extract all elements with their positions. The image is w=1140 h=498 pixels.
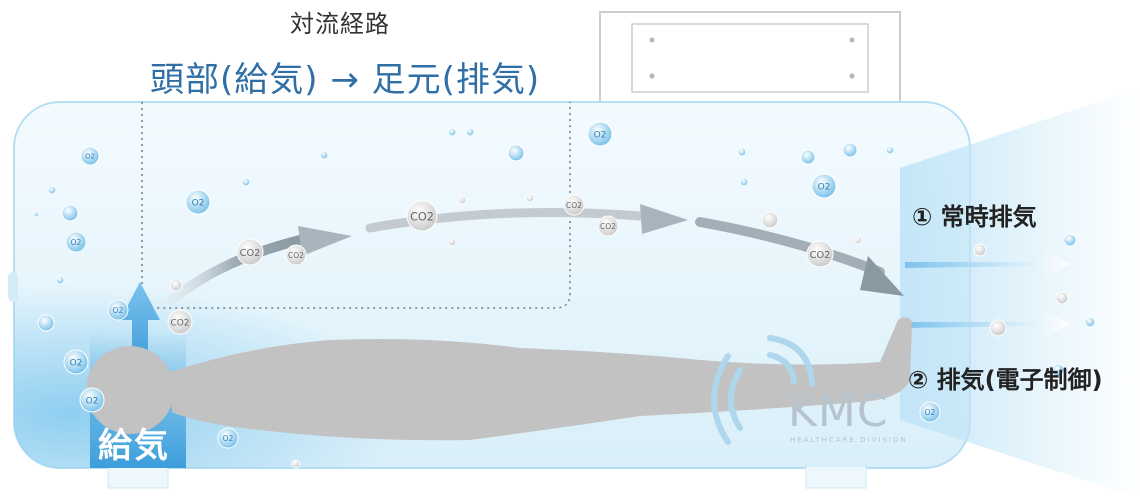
o2-bubble-label: O2 <box>71 238 82 247</box>
co2-bubble: CO2 <box>167 309 193 335</box>
co2-bubble-label: CO2 <box>170 319 189 329</box>
co2-bubble: CO2 <box>563 194 585 216</box>
co2-bubble <box>1055 291 1069 305</box>
o2-bubble <box>1084 316 1096 328</box>
o2-bubble: O2 <box>217 427 239 449</box>
o2-bubble <box>61 204 79 222</box>
co2-bubble: CO2 <box>285 244 307 266</box>
co2-bubble <box>447 237 457 247</box>
route-detail: 頭部(給気) → 足元(排気) <box>150 60 541 100</box>
exhaust-arrows <box>905 248 1070 340</box>
co2-bubble <box>457 195 467 205</box>
co2-bubble-label: CO2 <box>288 251 304 260</box>
o2-bubble <box>800 149 816 165</box>
o2-bubble <box>447 127 457 137</box>
o2-bubble-label: O2 <box>925 408 936 417</box>
o2-bubble: O2 <box>107 299 129 321</box>
o2-bubble-label: O2 <box>818 183 831 193</box>
o2-bubble <box>885 145 895 155</box>
label-exhaust-electronic: ② 排気(電子制御) <box>908 366 1103 394</box>
o2-bubble: O2 <box>65 231 87 253</box>
o2-bubble <box>507 144 525 162</box>
co2-bubble <box>291 459 301 469</box>
o2-bubble <box>32 210 40 218</box>
o2-bubble-label: O2 <box>223 434 234 443</box>
co2-bubble-label: CO2 <box>566 201 582 210</box>
o2-bubble <box>37 314 55 332</box>
route-caption: 対流経路 <box>290 10 390 38</box>
o2-bubble: O2 <box>587 121 613 147</box>
o2-bubble-label: O2 <box>85 153 95 161</box>
co2-bubble-label: CO2 <box>240 248 261 259</box>
co2-bubble: CO2 <box>236 238 264 266</box>
co2-bubble <box>989 319 1007 337</box>
label-exhaust-continuous: ① 常時排気 <box>912 203 1037 231</box>
kmc-logo-subtitle: HEALTHCARE DIVISION <box>790 436 908 444</box>
o2-bubble-label: O2 <box>192 199 205 209</box>
o2-bubble: O2 <box>919 401 941 423</box>
co2-bubble-label: CO2 <box>600 222 616 231</box>
co2-bubble <box>853 235 863 245</box>
o2-bubble: O2 <box>79 387 105 413</box>
co2-bubble <box>973 243 987 257</box>
o2-bubble <box>47 185 57 195</box>
co2-bubble <box>525 193 535 203</box>
o2-bubble <box>1051 363 1065 377</box>
o2-bubble <box>842 142 858 158</box>
convection-arrow <box>167 204 904 305</box>
control-panel <box>599 11 901 113</box>
o2-bubble-label: O2 <box>594 131 607 141</box>
intake-up-arrow-icon <box>120 282 160 410</box>
o2-bubble: O2 <box>185 189 211 215</box>
label-intake: 給気 <box>98 426 170 466</box>
o2-bubble <box>1063 233 1077 247</box>
o2-bubble: O2 <box>811 173 837 199</box>
co2-bubble-label: CO2 <box>810 250 831 261</box>
o2-bubble-label: O2 <box>70 359 83 369</box>
o2-bubble <box>465 127 475 137</box>
o2-bubble <box>319 150 329 160</box>
co2-bubble: CO2 <box>597 215 619 237</box>
co2-bubble-label: CO2 <box>410 211 434 224</box>
o2-bubble <box>739 177 749 187</box>
o2-bubble-label: O2 <box>86 397 99 407</box>
o2-bubble <box>241 177 251 187</box>
co2-bubble <box>169 278 183 292</box>
o2-bubble <box>737 147 747 157</box>
o2-bubble: O2 <box>63 349 89 375</box>
kmc-logo-icon <box>711 335 815 445</box>
exhaust-glow <box>900 88 1140 498</box>
o2-bubble-label: O2 <box>113 306 124 315</box>
co2-bubble: CO2 <box>406 200 438 232</box>
o2-bubble <box>55 275 65 285</box>
person-silhouette <box>86 317 912 441</box>
kmc-logo-text: KMC <box>788 386 889 437</box>
co2-bubble: CO2 <box>806 240 834 268</box>
o2-bubble: O2 <box>80 146 100 166</box>
co2-bubble <box>761 211 779 229</box>
